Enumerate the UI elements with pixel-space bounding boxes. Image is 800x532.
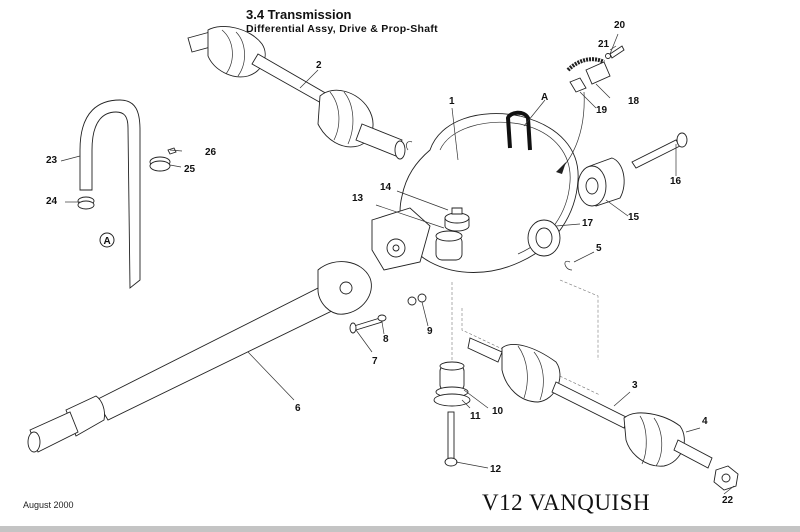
mount-10 [433, 361, 471, 407]
callout-22: 22 [722, 495, 734, 506]
callout-A: A [541, 92, 548, 103]
callout-21: 21 [598, 39, 610, 50]
breather-assembly [566, 45, 625, 93]
arrow-head-icon [556, 162, 566, 174]
hub-nut-22 [713, 465, 739, 491]
callout-4: 4 [702, 416, 708, 427]
callout-26: 26 [205, 147, 217, 158]
callout-9: 9 [427, 326, 433, 337]
callout-8: 8 [383, 334, 389, 345]
reference-circle-A-label: A [104, 236, 111, 247]
callout-7: 7 [372, 356, 378, 367]
callout-2: 2 [316, 60, 322, 71]
bolt-7 [353, 317, 383, 331]
callout-18: 18 [628, 96, 640, 107]
washer-9 [407, 296, 417, 306]
right-drive-shaft [467, 337, 713, 469]
callout-23: 23 [46, 155, 58, 166]
left-drive-shaft [187, 26, 413, 160]
callout-19: 19 [596, 105, 608, 116]
page-title: 3.4 Transmission [246, 7, 352, 22]
prop-shaft [27, 261, 372, 453]
leader-lines [60, 33, 735, 495]
bolt-16 [631, 132, 688, 169]
callout-17: 17 [582, 218, 594, 229]
callout-12: 12 [490, 464, 502, 475]
bolt-12 [444, 411, 458, 467]
callout-15: 15 [628, 212, 640, 223]
breather-hose [79, 99, 141, 289]
rear-bush [577, 157, 625, 207]
nut-9 [417, 293, 427, 303]
p-clip-25 [149, 147, 177, 172]
hose-clip-24 [77, 196, 95, 210]
callout-24: 24 [46, 196, 58, 207]
publication-date: August 2000 [23, 500, 74, 510]
callout-16: 16 [670, 176, 682, 187]
page-subtitle: Differential Assy, Drive & Prop-Shaft [246, 23, 438, 35]
model-name: V12 VANQUISH [482, 490, 651, 515]
callout-20: 20 [614, 20, 626, 31]
callout-14: 14 [380, 182, 392, 193]
callout-11: 11 [470, 411, 481, 422]
callout-1: 1 [449, 96, 455, 107]
mount-13 [444, 207, 470, 232]
reference-circle-A [99, 232, 115, 248]
differential-housing [371, 110, 579, 273]
callout-25: 25 [184, 164, 196, 175]
callout-6: 6 [295, 403, 301, 414]
circlip [564, 260, 573, 271]
bottom-bar [0, 526, 800, 532]
nut-8 [377, 314, 387, 322]
callout-5: 5 [596, 243, 602, 254]
callout-10: 10 [492, 406, 504, 417]
callout-13: 13 [352, 193, 364, 204]
callout-3: 3 [632, 380, 638, 391]
